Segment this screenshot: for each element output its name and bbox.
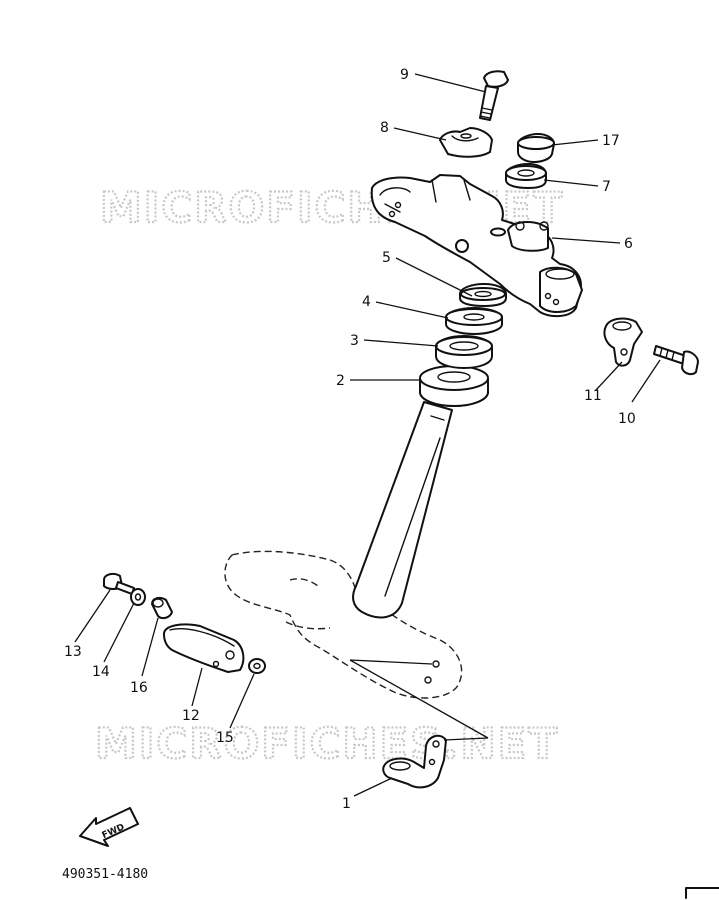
part-9-bolt xyxy=(479,70,509,121)
callout-1: 1 xyxy=(342,796,351,812)
steering-stem xyxy=(352,401,453,619)
part-5-ring-nut xyxy=(459,283,507,307)
part-16-collar xyxy=(151,596,173,620)
callout-4: 4 xyxy=(362,294,371,310)
callout-10: 10 xyxy=(618,411,636,427)
part-7-washer xyxy=(505,163,547,189)
leader-lines xyxy=(74,73,661,797)
callout-13: 13 xyxy=(64,644,82,660)
callout-3: 3 xyxy=(350,333,359,349)
part-15-nut xyxy=(248,658,266,674)
part-13-screw xyxy=(103,572,135,595)
part-1-stay xyxy=(382,734,447,789)
watermark-bottom: MICROFICHES.NET xyxy=(95,719,559,768)
callout-11: 11 xyxy=(584,388,602,404)
part-12-clamp xyxy=(163,623,245,673)
part-11-bracket xyxy=(603,317,643,367)
part-code: 490351-4180 xyxy=(62,867,148,882)
callout-6: 6 xyxy=(624,236,633,252)
part-2-bearing xyxy=(419,365,489,407)
corner-frame xyxy=(685,887,719,899)
fwd-arrow: FWD xyxy=(79,807,139,847)
callout-5: 5 xyxy=(382,250,391,266)
part-17-cap xyxy=(517,133,555,163)
part-3-bearing xyxy=(435,335,493,369)
callout-9: 9 xyxy=(400,67,409,83)
callout-12: 12 xyxy=(182,708,200,724)
part-14-washer xyxy=(130,588,146,606)
callout-2: 2 xyxy=(336,373,345,389)
lower-bracket-outline xyxy=(224,550,463,699)
part-10-bolt xyxy=(653,345,699,376)
callout-7: 7 xyxy=(602,179,611,195)
part-8-handlebar-holder xyxy=(439,127,493,158)
callout-16: 16 xyxy=(130,680,148,696)
part-4-cover xyxy=(445,307,503,335)
callout-17: 17 xyxy=(602,133,620,149)
part-6-upper-bracket xyxy=(370,174,583,318)
callout-14: 14 xyxy=(92,664,110,680)
callout-15: 15 xyxy=(216,730,234,746)
callout-8: 8 xyxy=(380,120,389,136)
